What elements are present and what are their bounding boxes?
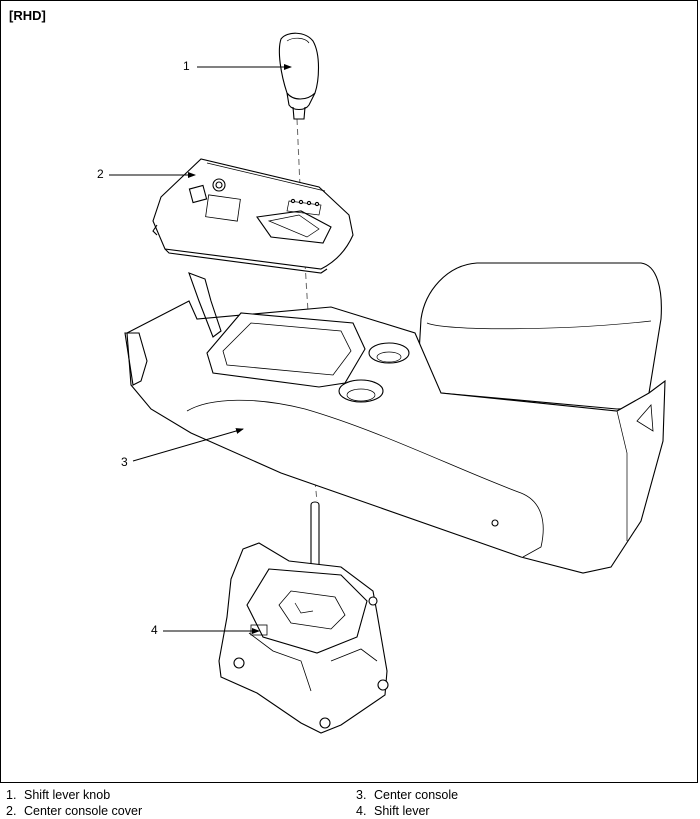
callout-3: 3 — [121, 455, 128, 469]
diagram-frame: [RHD] — [0, 0, 698, 783]
leader-3 — [132, 428, 244, 462]
legend-number: 3. — [356, 788, 367, 802]
exploded-view-drawing — [109, 32, 666, 734]
legend-label: Center console cover — [24, 804, 143, 818]
shift-lever-knob-part — [278, 32, 320, 120]
shift-lever-part — [218, 501, 389, 734]
legend-number: 4. — [356, 804, 367, 818]
legend-item-1: 1. Shift lever knob — [6, 788, 110, 802]
legend-label: Shift lever — [374, 804, 430, 818]
center-console-cover-part — [152, 158, 354, 274]
legend-item-4: 4. Shift lever — [356, 804, 430, 818]
legend-label: Center console — [374, 788, 459, 802]
legend-number: 1. — [6, 788, 17, 802]
leader-lines — [109, 64, 292, 634]
legend-number: 2. — [6, 804, 17, 818]
callout-4: 4 — [151, 623, 158, 637]
callout-1: 1 — [183, 59, 190, 73]
center-console-part — [124, 262, 666, 574]
parts-legend: 1. Shift lever knob 2. Center console cove… — [0, 786, 700, 819]
legend-item-3: 3. Center console — [356, 788, 458, 802]
callout-2: 2 — [97, 167, 104, 181]
legend-item-2: 2. Center console cover — [6, 804, 142, 818]
legend-label: Shift lever knob — [24, 788, 111, 802]
variant-tag: [RHD] — [9, 8, 46, 23]
